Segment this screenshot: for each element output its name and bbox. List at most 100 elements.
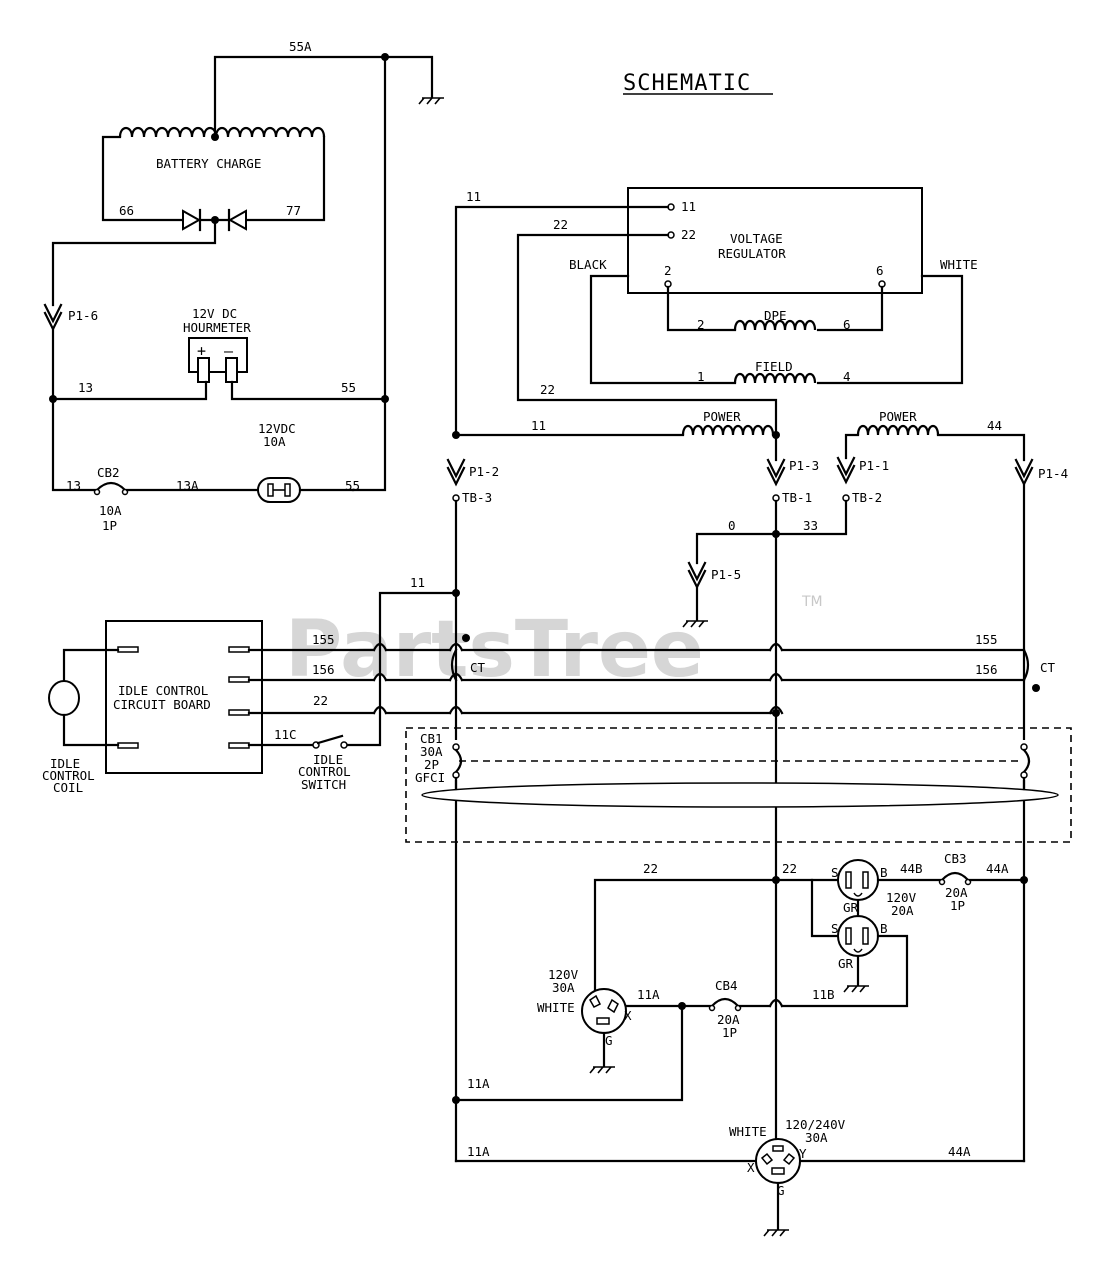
wire-label: 44 bbox=[987, 418, 1002, 433]
ct-label: CT bbox=[1040, 660, 1056, 675]
connector-label: P1-5 bbox=[711, 567, 741, 582]
wire-label: 156 bbox=[975, 662, 998, 677]
pin-label: B bbox=[880, 921, 888, 936]
wire-label: 22 bbox=[540, 382, 555, 397]
wire-label: 11 bbox=[531, 418, 546, 433]
pin-label: S bbox=[831, 865, 839, 880]
dpe-label: DPE bbox=[764, 308, 787, 323]
cb3-label: CB3 bbox=[944, 851, 967, 866]
idle-coil-label: IDLE bbox=[50, 756, 80, 771]
power-right-label: POWER bbox=[879, 409, 917, 424]
wire-label: 11B bbox=[812, 987, 835, 1002]
wire-label: 11 bbox=[410, 575, 425, 590]
wire-label: 13A bbox=[176, 478, 199, 493]
pin-label: G bbox=[605, 1033, 613, 1048]
pin-label: G bbox=[777, 1183, 785, 1198]
idle-coil-label: CONTROL bbox=[42, 768, 95, 783]
cb1-label: CB1 bbox=[420, 731, 443, 746]
battery-charge-label: BATTERY CHARGE bbox=[156, 156, 261, 171]
battery-charge-section: 55A BATTERY CHARGE 66 77 P1-6 13 55 12V … bbox=[43, 39, 444, 533]
pin-label: WHITE bbox=[729, 1124, 767, 1139]
fuse-icon bbox=[257, 477, 301, 503]
cb3-poles: 1P bbox=[950, 898, 965, 913]
wire-label: 55A bbox=[289, 39, 312, 54]
connector-label: P1-1 bbox=[859, 458, 889, 473]
pin-label: Y bbox=[799, 1146, 807, 1161]
cb4-rating: 20A bbox=[717, 1012, 740, 1027]
power-coil-right bbox=[856, 424, 940, 436]
idle-control-switch-icon[interactable] bbox=[312, 734, 348, 749]
receptacle-240v-twistlock[interactable] bbox=[755, 1138, 801, 1184]
connector-icon bbox=[836, 456, 856, 485]
wire-label: 155 bbox=[312, 632, 335, 647]
connector-label: P1-4 bbox=[1038, 466, 1068, 481]
idle-board-label: CIRCUIT BOARD bbox=[113, 697, 211, 712]
battery-charge-coil bbox=[118, 126, 326, 138]
receptacle-20a-lower[interactable]: S B GR bbox=[831, 915, 888, 971]
page-title: SCHEMATIC bbox=[623, 71, 751, 96]
svg-text:–: – bbox=[224, 342, 234, 360]
cb1-gfci-breaker: CB1 30A 2P GFCI bbox=[405, 705, 1072, 843]
ground-icon bbox=[763, 1229, 789, 1237]
wire-label: 44B bbox=[900, 861, 923, 876]
ground-icon bbox=[589, 1066, 615, 1074]
ct-label: CT bbox=[470, 660, 486, 675]
receptacle-30a-section: 120V 30A WHITE X G 11A CB4 20A 1P 11A bbox=[452, 967, 772, 1104]
idle-coil-label: COIL bbox=[53, 780, 83, 795]
field-coil bbox=[733, 372, 817, 384]
terminal-label: 11 bbox=[681, 199, 696, 214]
cb1-label: 2P bbox=[424, 757, 439, 772]
wire-label: 0 bbox=[728, 518, 736, 533]
receptacle-30a-twistlock[interactable] bbox=[581, 988, 627, 1034]
wire-label: 55 bbox=[341, 380, 356, 395]
connector-label: P1-6 bbox=[68, 308, 98, 323]
fuse-label: 12VDC bbox=[258, 421, 296, 436]
receptacle-240v-label: 30A bbox=[805, 1130, 828, 1145]
wire-label: 11A bbox=[637, 987, 660, 1002]
wire-label: 13 bbox=[78, 380, 93, 395]
connector-label: P1-3 bbox=[789, 458, 819, 473]
wire-label: 22 bbox=[782, 861, 797, 876]
voltage-regulator-section: VOLTAGE REGULATOR 11 22 2 6 11 22 22 BLA… bbox=[454, 187, 978, 437]
wire-label: 4 bbox=[843, 369, 851, 384]
wire-label: WHITE bbox=[940, 257, 978, 272]
breaker-cb2-icon bbox=[95, 481, 127, 492]
wire-label: 22 bbox=[553, 217, 568, 232]
ground-icon bbox=[682, 620, 708, 628]
terminal-label: 6 bbox=[876, 263, 884, 278]
dpe-coil bbox=[733, 319, 817, 331]
current-transformer-ct-left: CT bbox=[450, 634, 486, 682]
terminal-label: TB-3 bbox=[462, 490, 492, 505]
connector-label: P1-2 bbox=[469, 464, 499, 479]
diode-icon bbox=[182, 208, 231, 232]
wire-label: 1 bbox=[697, 369, 705, 384]
diode-icon bbox=[227, 208, 247, 232]
connector-icon bbox=[766, 458, 786, 487]
wire-label: 6 bbox=[843, 317, 851, 332]
pin-label: X bbox=[747, 1160, 755, 1175]
wire-label: 2 bbox=[697, 317, 705, 332]
hourmeter-label: HOURMETER bbox=[183, 320, 251, 335]
receptacle-20a-label: 20A bbox=[891, 903, 914, 918]
wire-label: 22 bbox=[313, 693, 328, 708]
cb2-rating: 10A bbox=[99, 503, 122, 518]
receptacle-30a-label: 30A bbox=[552, 980, 575, 995]
cb1-label: GFCI bbox=[415, 770, 445, 785]
pin-label: GR bbox=[838, 956, 854, 971]
wire-label: 11 bbox=[466, 189, 481, 204]
hourmeter-label: 12V DC bbox=[192, 306, 237, 321]
pin-label: S bbox=[831, 921, 839, 936]
receptacle-20a-section: 22 22 S B GR S B GR 1 bbox=[593, 851, 1028, 1008]
pin-label: WHITE bbox=[537, 1000, 575, 1015]
wire-label: 13 bbox=[66, 478, 81, 493]
idle-control-section: IDLE CONTROL CIRCUIT BOARD IDLE CONTROL … bbox=[42, 575, 1056, 795]
wire-label: 55 bbox=[345, 478, 360, 493]
receptacle-20a-upper[interactable]: S B GR bbox=[831, 859, 888, 915]
pin-label: B bbox=[880, 865, 888, 880]
voltage-regulator-label: REGULATOR bbox=[718, 246, 786, 261]
terminal-label: TB-1 bbox=[782, 490, 812, 505]
idle-board-label: IDLE CONTROL bbox=[118, 683, 208, 698]
voltage-regulator bbox=[627, 187, 923, 294]
terminal-label: TB-2 bbox=[852, 490, 882, 505]
receptacle-240v-section: 11A 44A WHITE 120/240V 30A X Y G bbox=[454, 1117, 1026, 1237]
